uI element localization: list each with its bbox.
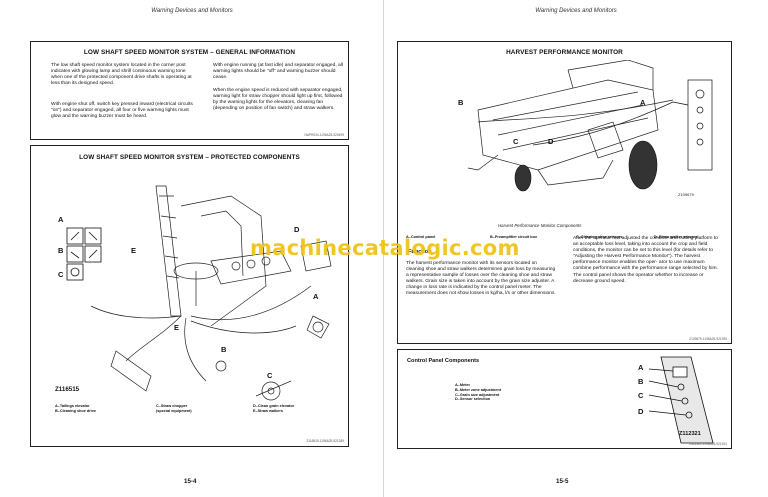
harvest-legend-a: A–Control panel: [406, 235, 436, 239]
control-panel-title: Control Panel Components: [407, 358, 480, 364]
protected-components-title: LOW SHAFT SPEED MONITOR SYSTEM – PROTECT…: [79, 154, 300, 161]
general-info-box: LOW SHAFT SPEED MONITOR SYSTEM – GENERAL…: [30, 41, 349, 140]
protected-label-e2: E: [174, 323, 180, 332]
control-panel-box: Control Panel Components A–Meter B–Meter…: [397, 349, 732, 449]
protected-label-a2: A: [313, 292, 319, 301]
harvest-label-b: B: [458, 98, 464, 107]
control-label-b: B: [638, 377, 644, 386]
left-page: Warning Devices and Monitors LOW SHAFT S…: [30, 8, 349, 485]
protected-label-c: C: [58, 270, 64, 279]
function-col2: After the operator has adjusted the comb…: [573, 236, 718, 284]
harvest-figure-caption: Harvest Performance Monitor Components: [498, 223, 582, 228]
harvest-figure-id: Z109679: [678, 192, 694, 197]
control-panel-figure-id: Z112321: [679, 431, 701, 437]
right-page: Warning Devices and Monitors HARVEST PER…: [384, 0, 768, 497]
protected-label-b2: B: [221, 345, 227, 354]
harvest-monitor-title: HARVEST PERFORMANCE MONITOR: [506, 49, 623, 56]
general-info-col2-p1: With engine running (at fast idle) and s…: [213, 63, 343, 81]
control-panel-drawing: [648, 356, 714, 444]
protected-components-drawing: [66, 185, 332, 401]
protected-figure-id: Z116515: [55, 386, 80, 393]
control-panel-legend: A–Meter B–Meter zone adjustment C–Grain …: [455, 383, 501, 402]
page-number-right: 15-5: [556, 478, 569, 485]
protected-label-b: B: [58, 246, 64, 255]
running-head: Warning Devices and Monitors: [535, 8, 617, 14]
harvest-legend-c: C–Cleaning shoe sensors: [576, 235, 623, 239]
control-label-a: A: [638, 363, 644, 372]
control-panel-ref: Z112321-1196A25-921391: [689, 442, 727, 446]
protected-label-c2: C: [267, 371, 273, 380]
protected-caption-col3: D–Clean grain elevator E–Straw walkers: [253, 404, 295, 413]
control-label-c: C: [638, 391, 644, 400]
general-info-title: LOW SHAFT SPEED MONITOR SYSTEM – GENERAL…: [83, 49, 296, 56]
control-label-d: D: [638, 407, 644, 416]
combine-drawing: [467, 60, 713, 192]
page-number-left: 15-4: [184, 478, 197, 485]
harvest-ref: Z109679-1196A25-921390: [689, 337, 727, 341]
general-info-col1-p1: The low shaft speed monitor system locat…: [51, 63, 192, 87]
general-info-col2-p2: When the engine speed is reduced with se…: [213, 88, 343, 112]
general-info-ref: NAPR034-1196A25-920499: [304, 133, 344, 137]
protected-components-box: LOW SHAFT SPEED MONITOR SYSTEM – PROTECT…: [30, 145, 349, 447]
harvest-legend-b: B–Preamplifier circuit box: [490, 235, 538, 239]
protected-ref: Z116515-1196A25-921389: [306, 439, 344, 443]
protected-label-d: D: [294, 225, 300, 234]
running-head: Warning Devices and Monitors: [151, 8, 233, 14]
harvest-label-a: A: [640, 98, 646, 107]
function-col1: The harvest performance monitor with its…: [406, 261, 556, 297]
harvest-legend-d: D–Straw walker sensors: [654, 235, 698, 239]
protected-label-a: A: [58, 215, 64, 224]
protected-label-e: E: [131, 246, 137, 255]
function-heading: Function: [408, 249, 432, 255]
general-info-col1-p2: With engine shut off, switch key pressed…: [51, 102, 193, 120]
watermark: machinecatalogic.com: [250, 236, 520, 260]
protected-caption-col2: C–Straw chopper (special equipment): [156, 404, 192, 413]
harvest-monitor-box: HARVEST PERFORMANCE MONITOR: [397, 41, 732, 344]
harvest-label-c: C: [513, 137, 519, 146]
harvest-label-d: D: [548, 137, 554, 146]
protected-caption-col1: A–Tailings elevator B–Cleaning shoe driv…: [55, 404, 96, 413]
